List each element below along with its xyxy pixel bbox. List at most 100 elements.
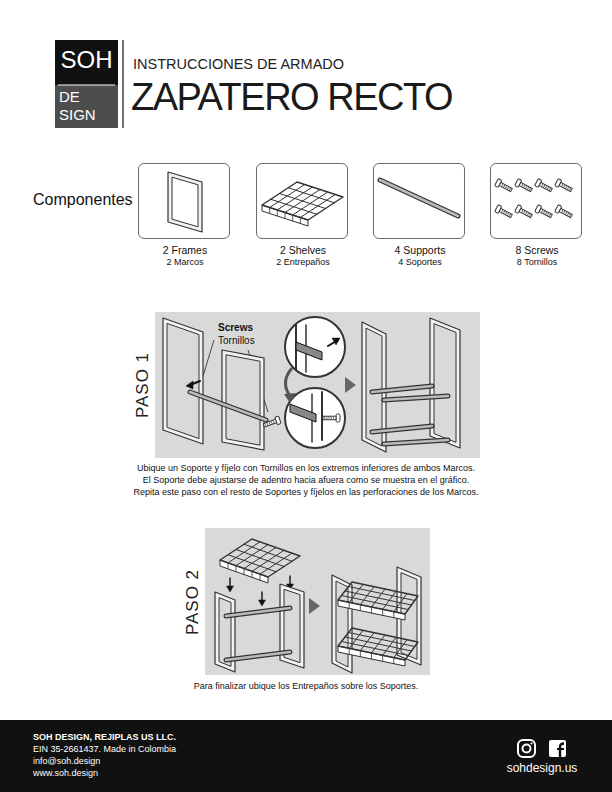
screw xyxy=(555,179,574,194)
step-label: PASO 1 xyxy=(133,352,153,418)
footer-text: SOH DESIGN, REJIPLAS US LLC. xyxy=(33,732,176,742)
logo-rule xyxy=(58,85,115,86)
logo-block xyxy=(55,85,118,128)
shelf-wire xyxy=(371,607,372,613)
component-name: 2 Frames xyxy=(137,244,233,257)
shelf-wire xyxy=(236,545,268,566)
curved-arrow xyxy=(285,368,292,396)
shelf-wire xyxy=(300,218,301,224)
subtitle: INSTRUCCIONES DE ARMADO xyxy=(133,56,344,73)
title: ZAPATERO RECTO xyxy=(131,76,452,120)
frame-part xyxy=(366,328,382,446)
support-bar xyxy=(290,404,316,422)
shelf-wire xyxy=(236,566,237,572)
step-panel-ground xyxy=(155,312,480,458)
screw xyxy=(535,205,554,220)
detail-view xyxy=(290,392,340,442)
component-name: 4 Supports xyxy=(372,244,468,257)
support-bar xyxy=(190,392,266,420)
shelf-wire xyxy=(277,210,278,216)
component-name: 8 Screws xyxy=(489,244,585,257)
component-name-es: 8 Tornillos xyxy=(489,257,585,268)
screw xyxy=(535,179,554,194)
shelf-wire xyxy=(349,602,350,608)
shelf-wire xyxy=(252,571,253,577)
component-caption: 8 Screws8 Tornillos xyxy=(489,244,585,267)
shelf-wire xyxy=(228,542,260,563)
instruction-text: Para finalizar ubique los Entrepaños sob… xyxy=(31,681,581,691)
shelf-wire xyxy=(394,594,407,612)
shelf-wire xyxy=(269,208,270,214)
callout-label: Screws xyxy=(218,322,253,334)
shelf-lip xyxy=(262,205,308,226)
shelf-part xyxy=(262,182,343,226)
shelf-wire xyxy=(394,640,407,658)
frame-part xyxy=(222,350,264,450)
screw xyxy=(262,416,281,429)
screw xyxy=(515,179,534,194)
screw xyxy=(555,205,574,220)
shelf-wire xyxy=(300,195,335,218)
shelf-wire xyxy=(383,591,396,609)
instruction-text: Repita este paso con el resto de Soporte… xyxy=(31,487,581,497)
component-box: 4 Supports4 Soportes xyxy=(373,163,465,239)
shelf-part xyxy=(220,539,300,583)
footer-bar xyxy=(0,720,612,792)
shelf-wire xyxy=(371,653,372,659)
detail-view xyxy=(296,325,340,372)
shelf-part xyxy=(262,182,343,220)
logo-text: DE xyxy=(59,88,80,105)
support-bar xyxy=(380,180,458,216)
step-panel-ground xyxy=(205,528,430,675)
frame-part xyxy=(434,324,456,443)
screw xyxy=(323,414,340,422)
support-bar xyxy=(372,426,432,432)
push-arrow xyxy=(332,338,340,345)
shelf-wire xyxy=(349,584,363,602)
instagram-icon xyxy=(518,740,535,757)
footer-text: EIN 35-2661437. Made in Colombia xyxy=(33,744,176,754)
support-bar xyxy=(226,652,290,660)
instruction-text: El Soporte debe ajustarse de adentro hac… xyxy=(31,475,581,485)
shelf-wire xyxy=(228,563,229,569)
step-panel: PASO 2 xyxy=(205,528,430,675)
shelf-wire xyxy=(372,635,386,653)
component-box: 2 Shelves2 Entrepaños xyxy=(256,163,348,239)
instruction-text: Ubique un Soporte y fíjelo con Tornillos… xyxy=(31,463,581,473)
shelf-wire xyxy=(382,609,383,615)
support-bar xyxy=(380,180,458,216)
footer-text: info@soh.design xyxy=(33,756,100,766)
support-bar xyxy=(384,440,448,444)
shelf-wire xyxy=(285,213,286,219)
shelf-part xyxy=(338,628,418,660)
frame-part xyxy=(280,584,304,668)
component-name-es: 2 Entrepaños xyxy=(255,257,351,268)
frame-part xyxy=(226,355,260,445)
shelf-wire xyxy=(393,612,394,618)
support-bar xyxy=(372,426,432,432)
component-caption: 4 Supports4 Soportes xyxy=(372,244,468,267)
shelf-wire xyxy=(349,630,363,648)
facebook-icon xyxy=(549,740,566,757)
component-box: 2 Frames2 Marcos xyxy=(138,163,230,239)
support-bar xyxy=(384,396,448,400)
next-arrow xyxy=(309,598,320,614)
footer-text: www.soh.design xyxy=(33,768,98,778)
support-bar xyxy=(226,652,290,660)
support-bar xyxy=(190,392,266,420)
support-bar xyxy=(372,386,432,392)
support-bar xyxy=(384,396,448,400)
shelf-wire xyxy=(383,637,396,655)
component-name-es: 4 Soportes xyxy=(372,257,468,268)
shelf-wire xyxy=(393,658,394,664)
support-bar xyxy=(226,608,290,616)
shelf-wire xyxy=(244,569,245,575)
component-name: 2 Shelves xyxy=(255,244,351,257)
shelf-part xyxy=(338,628,418,666)
support-bar xyxy=(384,440,448,444)
logo-text: SOH xyxy=(55,46,118,74)
down-arrow xyxy=(259,600,266,606)
push-arrow xyxy=(186,381,193,389)
shelf-wire xyxy=(382,655,383,661)
